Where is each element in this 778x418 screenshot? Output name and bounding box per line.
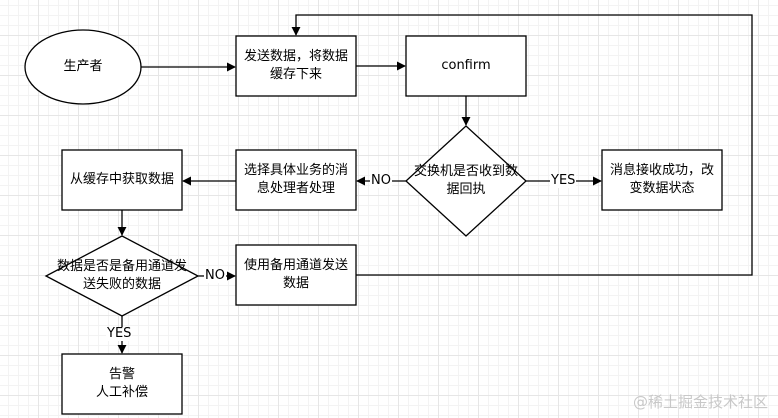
- alarm-shape: [61, 353, 183, 415]
- send-cache-shape: [235, 35, 357, 97]
- backup-yes-label: YES: [106, 326, 133, 341]
- backup-failed-check-shape: [44, 235, 200, 317]
- confirm-shape: [405, 35, 527, 97]
- get-from-cache-shape: [61, 149, 183, 211]
- watermark-text: @稀土掘金技术社区: [632, 393, 768, 411]
- backup-no-label: NO: [204, 268, 226, 283]
- send-backup-shape: [235, 244, 357, 306]
- choose-handler-shape: [235, 149, 357, 211]
- success-shape: [601, 149, 723, 211]
- edge-backup-send-loop: [291, 14, 753, 276]
- producer-shape: [24, 29, 142, 105]
- ack-check-shape: [405, 125, 527, 237]
- ack-yes-label: YES: [550, 173, 577, 188]
- ack-no-label: NO: [370, 173, 392, 188]
